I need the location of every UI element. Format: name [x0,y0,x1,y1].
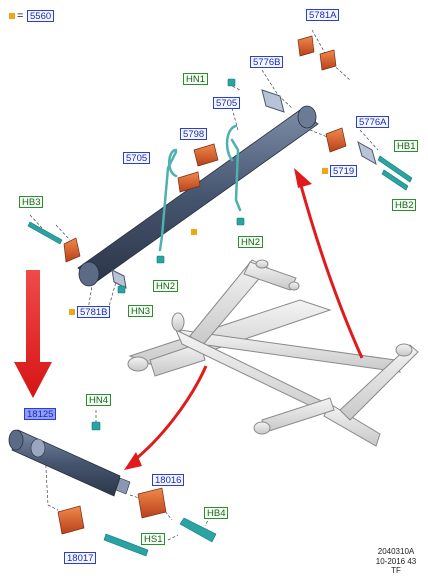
bushings-upper [63,35,347,263]
label-5781A: 5781A [306,9,340,21]
label-18125: 18125 [24,408,57,420]
red-arrows [14,168,364,470]
label-HB2: HB2 [392,199,417,211]
label-18017: 18017 [64,552,97,564]
label-5705-left: 5705 [123,152,151,164]
label-HB4: HB4 [204,507,229,519]
link-rods [158,124,242,252]
label-HB3: HB3 [19,196,44,208]
bushings-lower [57,487,167,535]
fasteners [27,78,413,557]
label-5776A: 5776A [356,116,390,128]
brackets [111,89,377,289]
label-5705-top: 5705 [213,97,241,109]
label-HS1: HS1 [141,533,166,545]
diagram-reference: 2040310A 10-2016 43 TF [370,547,422,576]
label-HN3: HN3 [128,305,154,317]
reference-code: 2040310A [377,547,415,556]
label-18016: 18016 [152,474,185,486]
legend-code: 5560 [27,10,55,22]
label-HB1: HB1 [394,140,419,152]
label-5798: 5798 [180,128,208,140]
label-HN2-right: HN2 [238,236,264,248]
legend-equals: = [17,10,24,22]
label-5719: 5719 [330,165,358,177]
shock-absorber [8,429,131,497]
label-HN2-left: HN2 [153,280,179,292]
label-HN1: HN1 [183,73,209,85]
legend-marker [9,13,15,19]
rear-axle-assembly-ghost [127,259,419,447]
label-5781B: 5781B [77,306,111,318]
marker-bracket [191,229,197,235]
stabilizer-shaft [77,105,319,287]
label-HN4: HN4 [86,394,112,406]
marker-5781B [69,309,75,315]
reference-suffix: TF [391,566,401,575]
marker-5719 [322,168,328,174]
reference-date: 10-2016 43 [375,556,417,566]
label-5776B: 5776B [250,56,284,68]
